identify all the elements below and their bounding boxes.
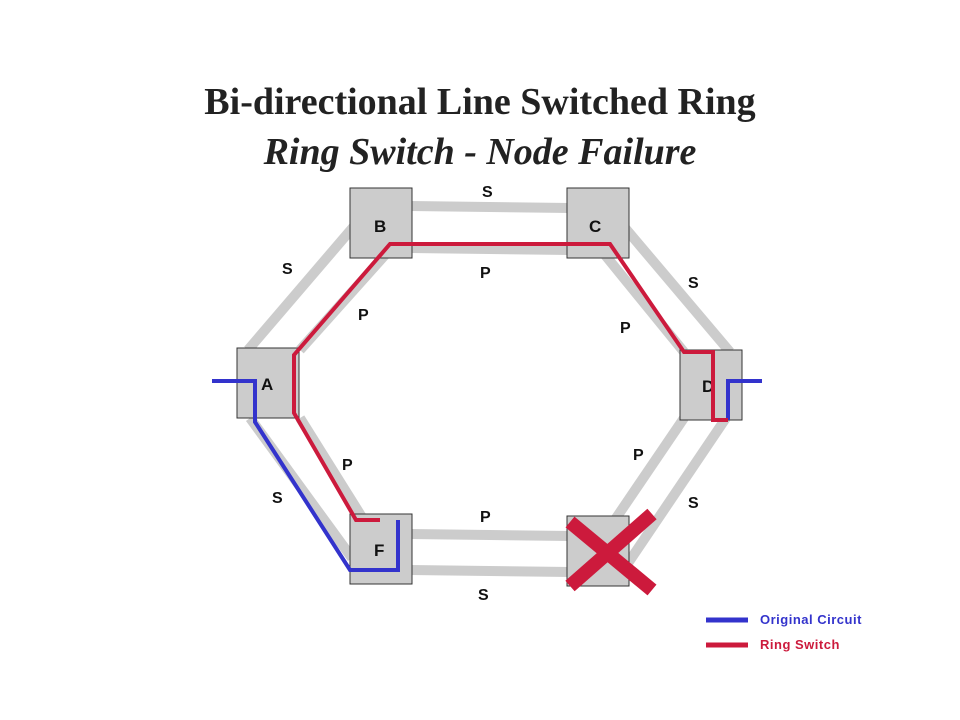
node-b-label: B xyxy=(374,217,386,236)
ring-switch-path xyxy=(292,242,728,522)
label-cd-p: P xyxy=(620,320,631,337)
label-af-p: P xyxy=(342,457,353,474)
diagram-title: Bi-directional Line Switched Ring xyxy=(204,81,756,123)
fiber-bc-outer xyxy=(409,201,571,213)
diagram-subtitle: Ring Switch - Node Failure xyxy=(263,131,697,173)
label-ab-s: S xyxy=(282,261,293,278)
legend: Original Circuit Ring Switch xyxy=(706,612,862,652)
node-f xyxy=(349,513,413,585)
label-de-s: S xyxy=(688,495,699,512)
node-f-label: F xyxy=(374,541,384,560)
node-a-label: A xyxy=(261,375,273,394)
fiber-fe-inner xyxy=(409,529,571,541)
node-c-label: C xyxy=(589,217,601,236)
fiber-de-outer xyxy=(615,415,731,578)
fiber-fe-outer xyxy=(409,565,571,577)
label-ab-p: P xyxy=(358,307,369,324)
label-bc-p: P xyxy=(480,265,491,282)
label-fe-p: P xyxy=(480,509,491,526)
label-fe-s: S xyxy=(478,587,489,604)
legend-ring-switch-label: Ring Switch xyxy=(760,637,840,652)
original-circuit-tail-d xyxy=(726,379,762,420)
label-cd-s: S xyxy=(688,275,699,292)
legend-original-label: Original Circuit xyxy=(760,612,862,627)
label-af-s: S xyxy=(272,490,283,507)
fiber-de-inner xyxy=(605,415,689,530)
label-de-p: P xyxy=(633,447,644,464)
fiber-spans xyxy=(244,201,734,578)
label-bc-s: S xyxy=(482,184,493,201)
node-b xyxy=(349,187,413,259)
original-circuit-path xyxy=(212,379,400,572)
fiber-ab-outer xyxy=(244,221,359,354)
fiber-bc-inner xyxy=(409,243,571,255)
fiber-cd-outer xyxy=(616,218,734,356)
x-mark-icon xyxy=(565,508,657,596)
fiber-af-inner xyxy=(295,415,370,525)
node-c xyxy=(566,187,630,259)
